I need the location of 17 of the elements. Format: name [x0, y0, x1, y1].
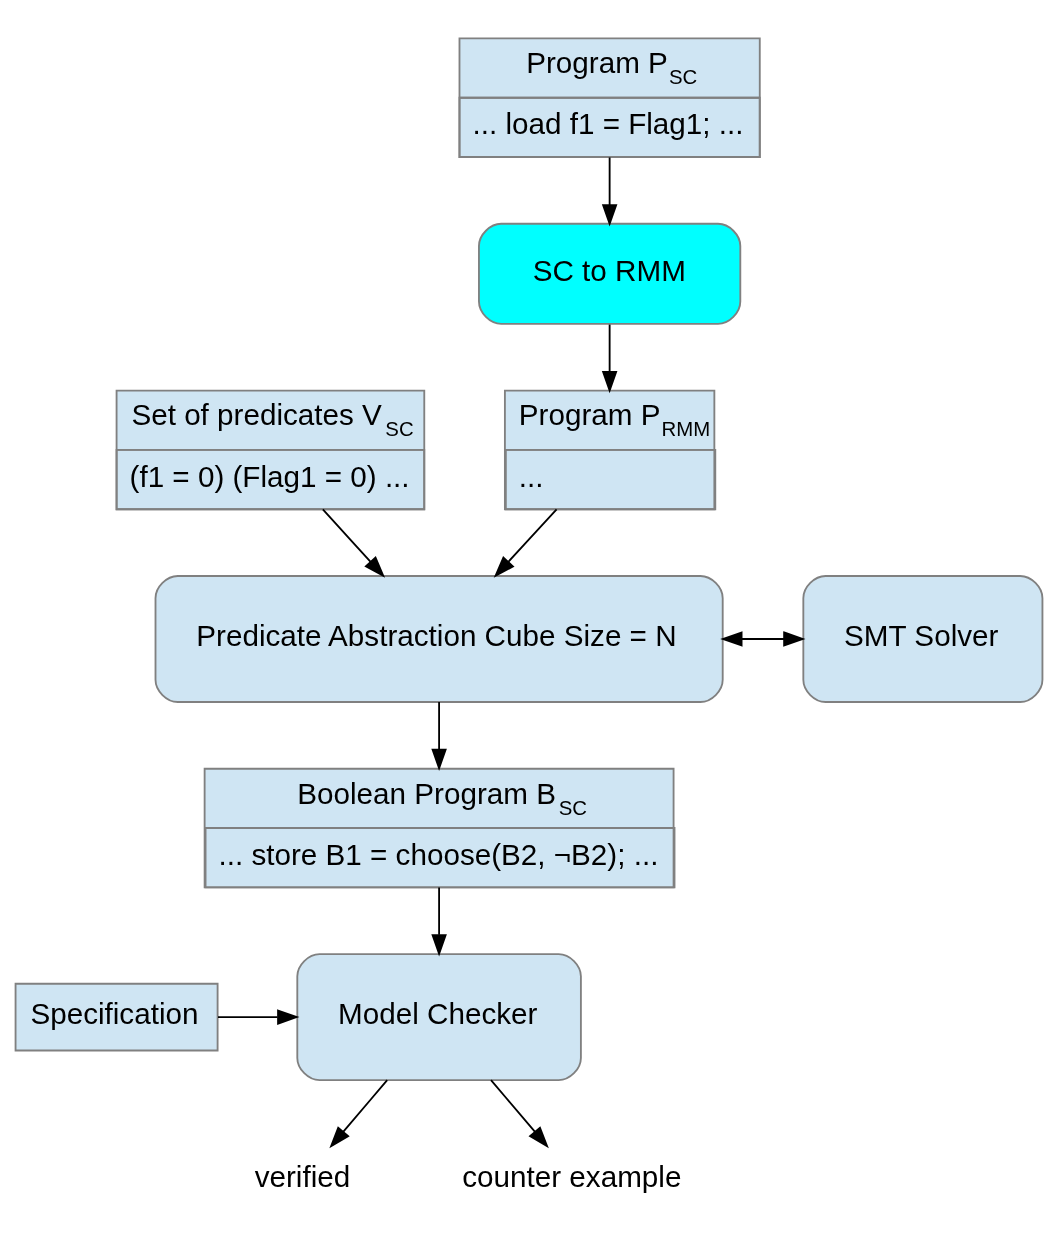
arrow — [217, 1009, 300, 1025]
arrow — [329, 1079, 389, 1149]
arrow — [493, 508, 558, 578]
arrow — [490, 1079, 549, 1149]
node-text: counter example — [462, 1160, 682, 1194]
arrow — [720, 631, 806, 647]
node-text: verified — [254, 1160, 351, 1194]
node-box: SC to RMM — [478, 222, 742, 325]
node-box: SMT Solver — [802, 575, 1044, 703]
node-box: Predicate Abstraction Cube Size = N — [154, 575, 724, 703]
arrow — [601, 323, 618, 394]
arrow — [431, 886, 447, 957]
arrow — [431, 701, 447, 771]
arrow — [601, 156, 618, 227]
node-box: Model Checker — [296, 953, 582, 1082]
arrow — [321, 508, 386, 578]
node-box: Specification — [14, 982, 219, 1052]
